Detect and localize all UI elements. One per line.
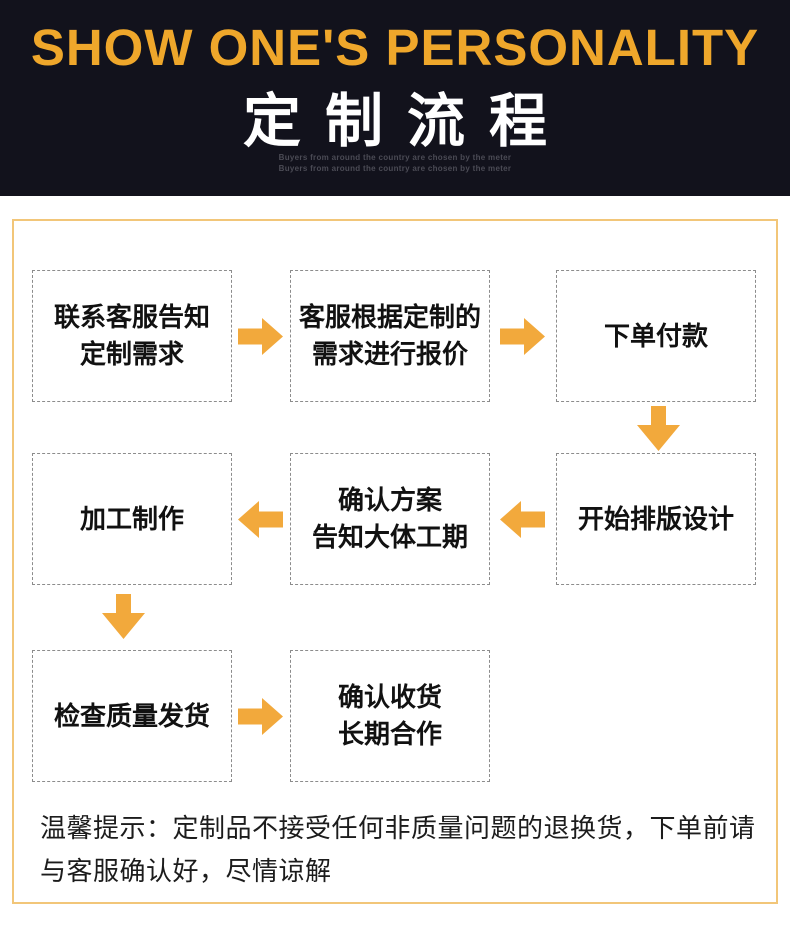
flow-step-label: 客服根据定制的 <box>298 302 481 332</box>
arrow-down-icon <box>102 594 145 639</box>
flow-step-label: 下单付款 <box>603 320 708 351</box>
flow-step-label: 检查质量发货 <box>53 700 210 731</box>
warm-tip-line1: 温馨提示：定制品不接受任何非质量问题的退换货，下单前请 <box>40 813 756 843</box>
flow-step-confirm-receipt: 确认收货 长期合作 <box>290 650 490 782</box>
warm-tip-notice: 温馨提示：定制品不接受任何非质量问题的退换货，下单前请 与客服确认好，尽情谅解 <box>40 807 756 893</box>
flow-step-label: 需求进行报价 <box>311 339 468 369</box>
flow-step-label: 加工制作 <box>79 503 184 534</box>
flow-step-label: 开始排版设计 <box>577 503 734 534</box>
flow-step-quality-check-ship: 检查质量发货 <box>32 650 232 782</box>
flow-step-label: 确认方案 <box>337 485 442 515</box>
header-english-title: SHOW ONE'S PERSONALITY <box>30 19 760 76</box>
arrow-down-icon <box>637 406 680 451</box>
header-chinese-title: 定制流程 <box>242 89 571 154</box>
arrow-right-icon <box>238 318 283 355</box>
flowchart-container: 联系客服告知 定制需求 客服根据定制的 需求进行报价 下单付款 开始排版设计 确… <box>12 219 778 904</box>
header-banner: SHOW ONE'S PERSONALITY 定制流程 Buyers from … <box>0 0 790 196</box>
header-tagline-line2: Buyers from around the country are chose… <box>278 164 512 173</box>
arrow-right-icon <box>238 698 283 735</box>
flow-step-contact-service: 联系客服告知 定制需求 <box>32 270 232 402</box>
header-tagline-line1: Buyers from around the country are chose… <box>278 153 512 162</box>
flow-step-label: 确认收货 <box>337 682 442 712</box>
header-taglines: Buyers from around the country are chose… <box>0 152 790 174</box>
flow-step-quote: 客服根据定制的 需求进行报价 <box>290 270 490 402</box>
flow-step-label: 长期合作 <box>337 719 442 749</box>
arrow-right-icon <box>500 318 545 355</box>
arrow-left-icon <box>500 501 545 538</box>
flow-step-label: 告知大体工期 <box>311 522 468 552</box>
warm-tip-line2: 与客服确认好，尽情谅解 <box>40 856 332 886</box>
flow-step-confirm-plan: 确认方案 告知大体工期 <box>290 453 490 585</box>
flow-step-label: 定制需求 <box>79 339 184 369</box>
flow-step-layout-design: 开始排版设计 <box>556 453 756 585</box>
flow-step-manufacture: 加工制作 <box>32 453 232 585</box>
arrow-left-icon <box>238 501 283 538</box>
flow-step-label: 联系客服告知 <box>53 302 210 332</box>
flow-step-pay-order: 下单付款 <box>556 270 756 402</box>
